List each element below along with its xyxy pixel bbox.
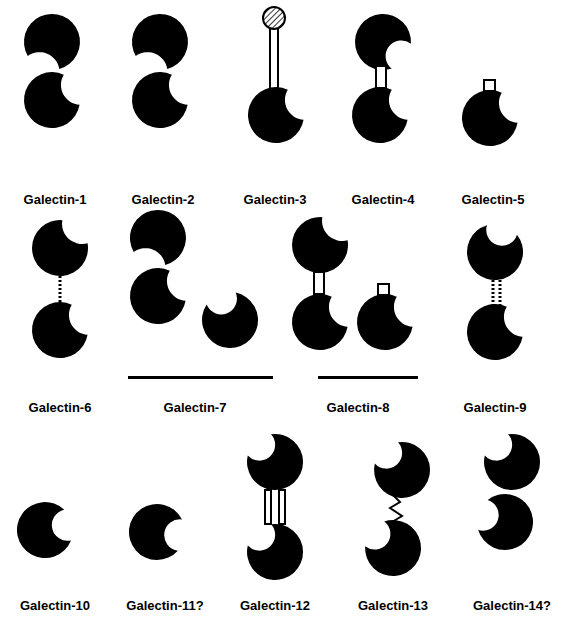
protein-label: Galectin-10 bbox=[20, 598, 90, 613]
galectin-7-figure bbox=[120, 200, 273, 379]
galectin-6-figure bbox=[28, 216, 93, 363]
galectin-10-figure bbox=[7, 492, 82, 568]
galectin-12-figure bbox=[238, 424, 313, 590]
group-bar bbox=[318, 376, 418, 379]
protein-label: Galectin-5 bbox=[462, 192, 525, 207]
protein-label: Galectin-8 bbox=[327, 400, 390, 415]
galectin-13-figure bbox=[358, 432, 440, 584]
protein-label: Galectin-7 bbox=[164, 400, 227, 415]
protein-label: Galectin-9 bbox=[464, 400, 527, 415]
galectin-2-figure bbox=[122, 4, 198, 133]
protein-label: Galectin-6 bbox=[29, 400, 92, 415]
protein-label: Galectin-2 bbox=[132, 192, 195, 207]
galectin-9-figure bbox=[463, 225, 528, 364]
protein-label: Galectin-4 bbox=[352, 192, 415, 207]
galectin-14-figure bbox=[475, 424, 550, 550]
galectin-3-figure bbox=[244, 7, 309, 147]
galectin-5-figure bbox=[458, 80, 523, 150]
galectin-4-figure bbox=[347, 6, 418, 147]
protein-label: Galectin-12 bbox=[240, 598, 310, 613]
galectin-11-figure bbox=[125, 500, 189, 565]
protein-label: Galectin-3 bbox=[244, 192, 307, 207]
protein-label: Galectin-13 bbox=[358, 598, 428, 613]
galectin-8-figure bbox=[288, 213, 418, 379]
protein-label: Galectin-14? bbox=[473, 598, 551, 613]
galectin-1-figure bbox=[14, 4, 90, 133]
protein-label: Galectin-11? bbox=[126, 598, 203, 613]
protein-label: Galectin-1 bbox=[24, 192, 87, 207]
group-bar bbox=[128, 376, 273, 379]
